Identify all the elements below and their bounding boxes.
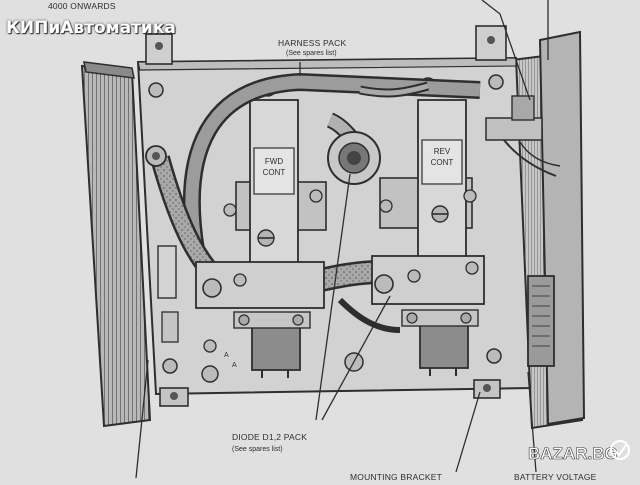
logo-text: BAZAR.BG — [528, 444, 618, 463]
top-note: 4000 ONWARDS — [48, 1, 116, 11]
diode-pack-1 — [233, 311, 311, 378]
bolt — [203, 339, 217, 353]
mounting-bracket-label: MOUNTING BRACKET — [350, 472, 442, 482]
rev-contactor — [379, 77, 477, 271]
diode-pack-label: DIODE D1,2 PACK — [232, 432, 308, 442]
fwd-cont-line-2: CONT — [262, 168, 286, 177]
diode-pack-2 — [401, 309, 479, 376]
terminal-a-label-2: A — [232, 362, 237, 369]
rev-cont-line-1: REV — [433, 147, 451, 156]
harness-pack-sublabel: (See spares list) — [286, 50, 337, 57]
harness-pack-label: HARNESS PACK — [278, 38, 347, 48]
fwd-cont-line-1: FWD — [264, 157, 284, 166]
diode-pack-sublabel: (See spares list) — [232, 446, 283, 453]
rev-cont-label: REV CONT — [424, 146, 460, 168]
fuse-holder — [157, 245, 179, 343]
bazar-logo-icon: BAZAR.BG — [528, 440, 630, 463]
left-heatsink — [80, 61, 152, 428]
leader-lines — [135, 0, 549, 479]
micro-switch — [485, 95, 561, 177]
fwd-cont-label: FWD CONT — [256, 156, 292, 178]
fwd-contactor — [223, 79, 327, 279]
battery-voltage-label: BATTERY VOLTAGE — [514, 472, 597, 482]
watermark: КИПиАвтоматика — [6, 18, 176, 38]
terminal-a-label-1: A — [224, 352, 229, 359]
battery-voltage-resistor — [527, 275, 555, 367]
rev-cont-line-2: CONT — [430, 158, 454, 167]
bolt — [201, 365, 219, 383]
terminal-blocks — [195, 255, 485, 309]
cable-entry — [326, 112, 381, 185]
